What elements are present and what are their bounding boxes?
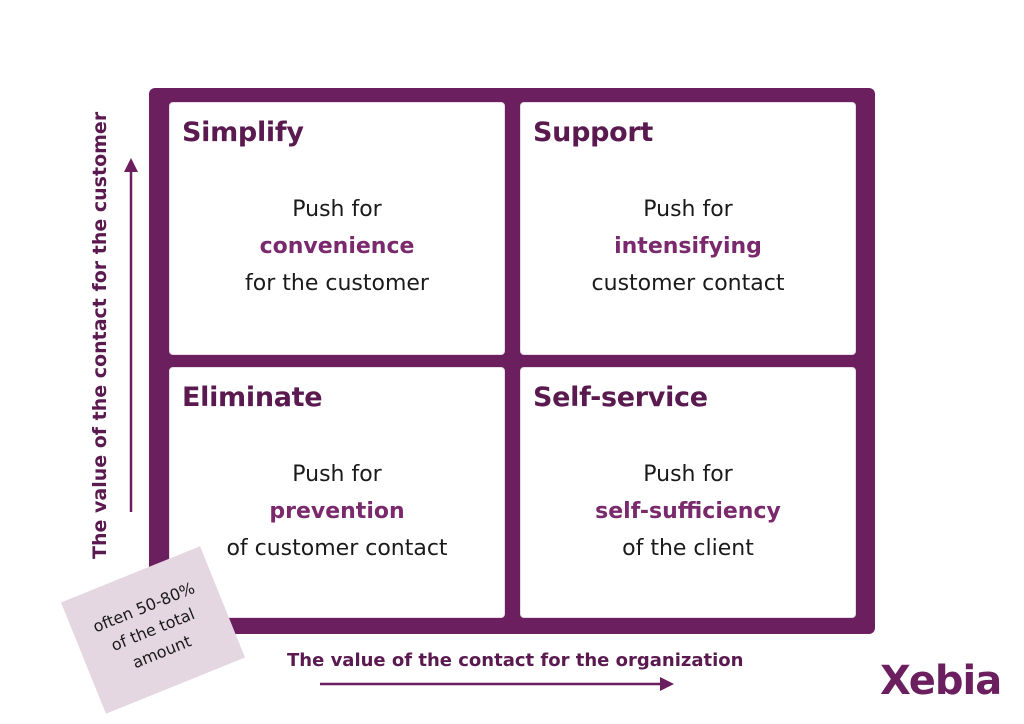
quadrant-description: Push for intensifying customer contact [521, 191, 855, 302]
quadrant-support: Support Push for intensifying customer c… [520, 102, 856, 355]
quadrant-simplify: Simplify Push for convenience for the cu… [169, 102, 505, 355]
y-axis-arrow [124, 158, 138, 512]
description-line: of the client [622, 536, 754, 561]
x-axis-label: The value of the contact for the organiz… [287, 650, 744, 671]
description-line: of customer contact [226, 536, 448, 561]
sticky-note-text: often 50-80% of the total amount [89, 576, 216, 683]
description-line: Push for [292, 462, 382, 487]
description-line: Push for [292, 197, 382, 222]
y-axis-label: The value of the contact for the custome… [89, 111, 111, 559]
xebia-logo: Xebia [880, 658, 1002, 704]
quadrant-title: Self-service [533, 382, 708, 413]
description-line: customer contact [591, 271, 785, 296]
quadrant-description: Push for self-sufficiency of the client [521, 456, 855, 567]
quadrant-title: Eliminate [182, 382, 323, 413]
description-emphasis: convenience [259, 234, 415, 259]
quadrant-eliminate: Eliminate Push for prevention of custome… [169, 367, 505, 618]
quadrant-description: Push for prevention of customer contact [170, 456, 504, 567]
description-line: Push for [643, 462, 733, 487]
description-line: Push for [643, 197, 733, 222]
description-line: for the customer [245, 271, 429, 296]
description-emphasis: self-sufficiency [595, 499, 781, 524]
description-emphasis: prevention [269, 499, 405, 524]
x-axis-arrow [320, 677, 674, 691]
quadrant-frame: Simplify Push for convenience for the cu… [149, 88, 875, 634]
description-emphasis: intensifying [614, 234, 762, 259]
quadrant-title: Support [533, 117, 653, 148]
quadrant-title: Simplify [182, 117, 304, 148]
quadrant-self-service: Self-service Push for self-sufficiency o… [520, 367, 856, 618]
quadrant-description: Push for convenience for the customer [170, 191, 504, 302]
